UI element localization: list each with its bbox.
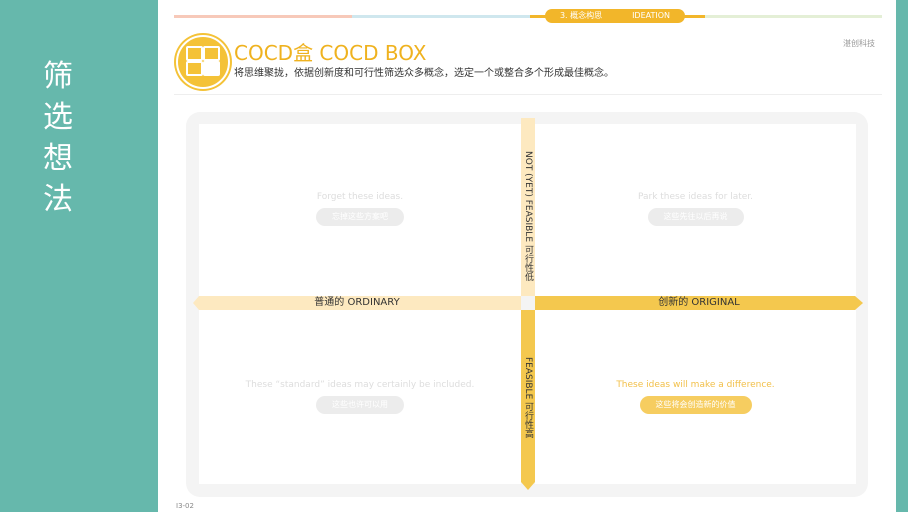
axis-ordinary: 普通的 ORDINARY [193,296,521,310]
quadrant-bottom-left: These “standard” ideas may certainly be … [199,310,521,484]
axis-ordinary-label: 普通的 ORDINARY [314,297,400,308]
current-step-pill[interactable]: 3. 概念构思 IDEATION [545,9,685,23]
sidebar: 筛选想法 [0,0,158,512]
progress-segment-2 [352,15,530,18]
page-title: COCD盒 COCD BOX [234,41,427,65]
brand-logo: 湛创科技 [843,39,875,48]
progress-segment-1 [174,15,352,18]
right-edge-bar [896,0,908,512]
quadrant-top-left: Forget these ideas. 忘掉这些方案吧 [199,124,521,296]
quadrant-pill: 这些也许可以用 [316,396,404,414]
page-number: I3-02 [176,502,194,510]
page-subtitle: 将思维聚拢，依据创新度和可行性筛选众多概念，选定一个或整合多个形成最佳概念。 [234,68,614,79]
axis-feasible: FEASIBLE 可行性高 [521,310,535,490]
quadrant-text: These ideas will make a difference. [616,380,775,390]
quadrant-text: These “standard” ideas may certainly be … [245,380,475,390]
quadrant-pill: 忘掉这些方案吧 [316,208,404,226]
axis-not-feasible: NOT (YET) FEASIBLE 可行性低 [521,118,535,296]
step-name: IDEATION [632,11,671,20]
cocd-box-icon [176,35,230,89]
header-divider [174,94,882,95]
sidebar-title: 筛选想法 [43,59,73,217]
step-number: 3. 概念构思 [559,11,603,20]
axis-not-feasible-label: NOT (YET) FEASIBLE 可行性低 [523,151,533,281]
quadrant-pill: 这些将会创造新的价值 [639,396,752,414]
axis-feasible-label: FEASIBLE 可行性高 [523,357,533,439]
quadrant-text: Forget these ideas. [316,192,404,202]
quadrant-pill: 这些先往以后再说 [647,208,744,226]
axis-original-label: 创新的 ORIGINAL [658,297,740,308]
quadrant-bottom-right: These ideas will make a difference. 这些将会… [535,310,856,484]
progress-segment-4 [705,15,882,18]
quadrant-top-right: Park these ideas for later. 这些先往以后再说 [535,124,856,296]
quadrant-text: Park these ideas for later. [637,192,754,202]
axis-original: 创新的 ORIGINAL [535,296,863,310]
